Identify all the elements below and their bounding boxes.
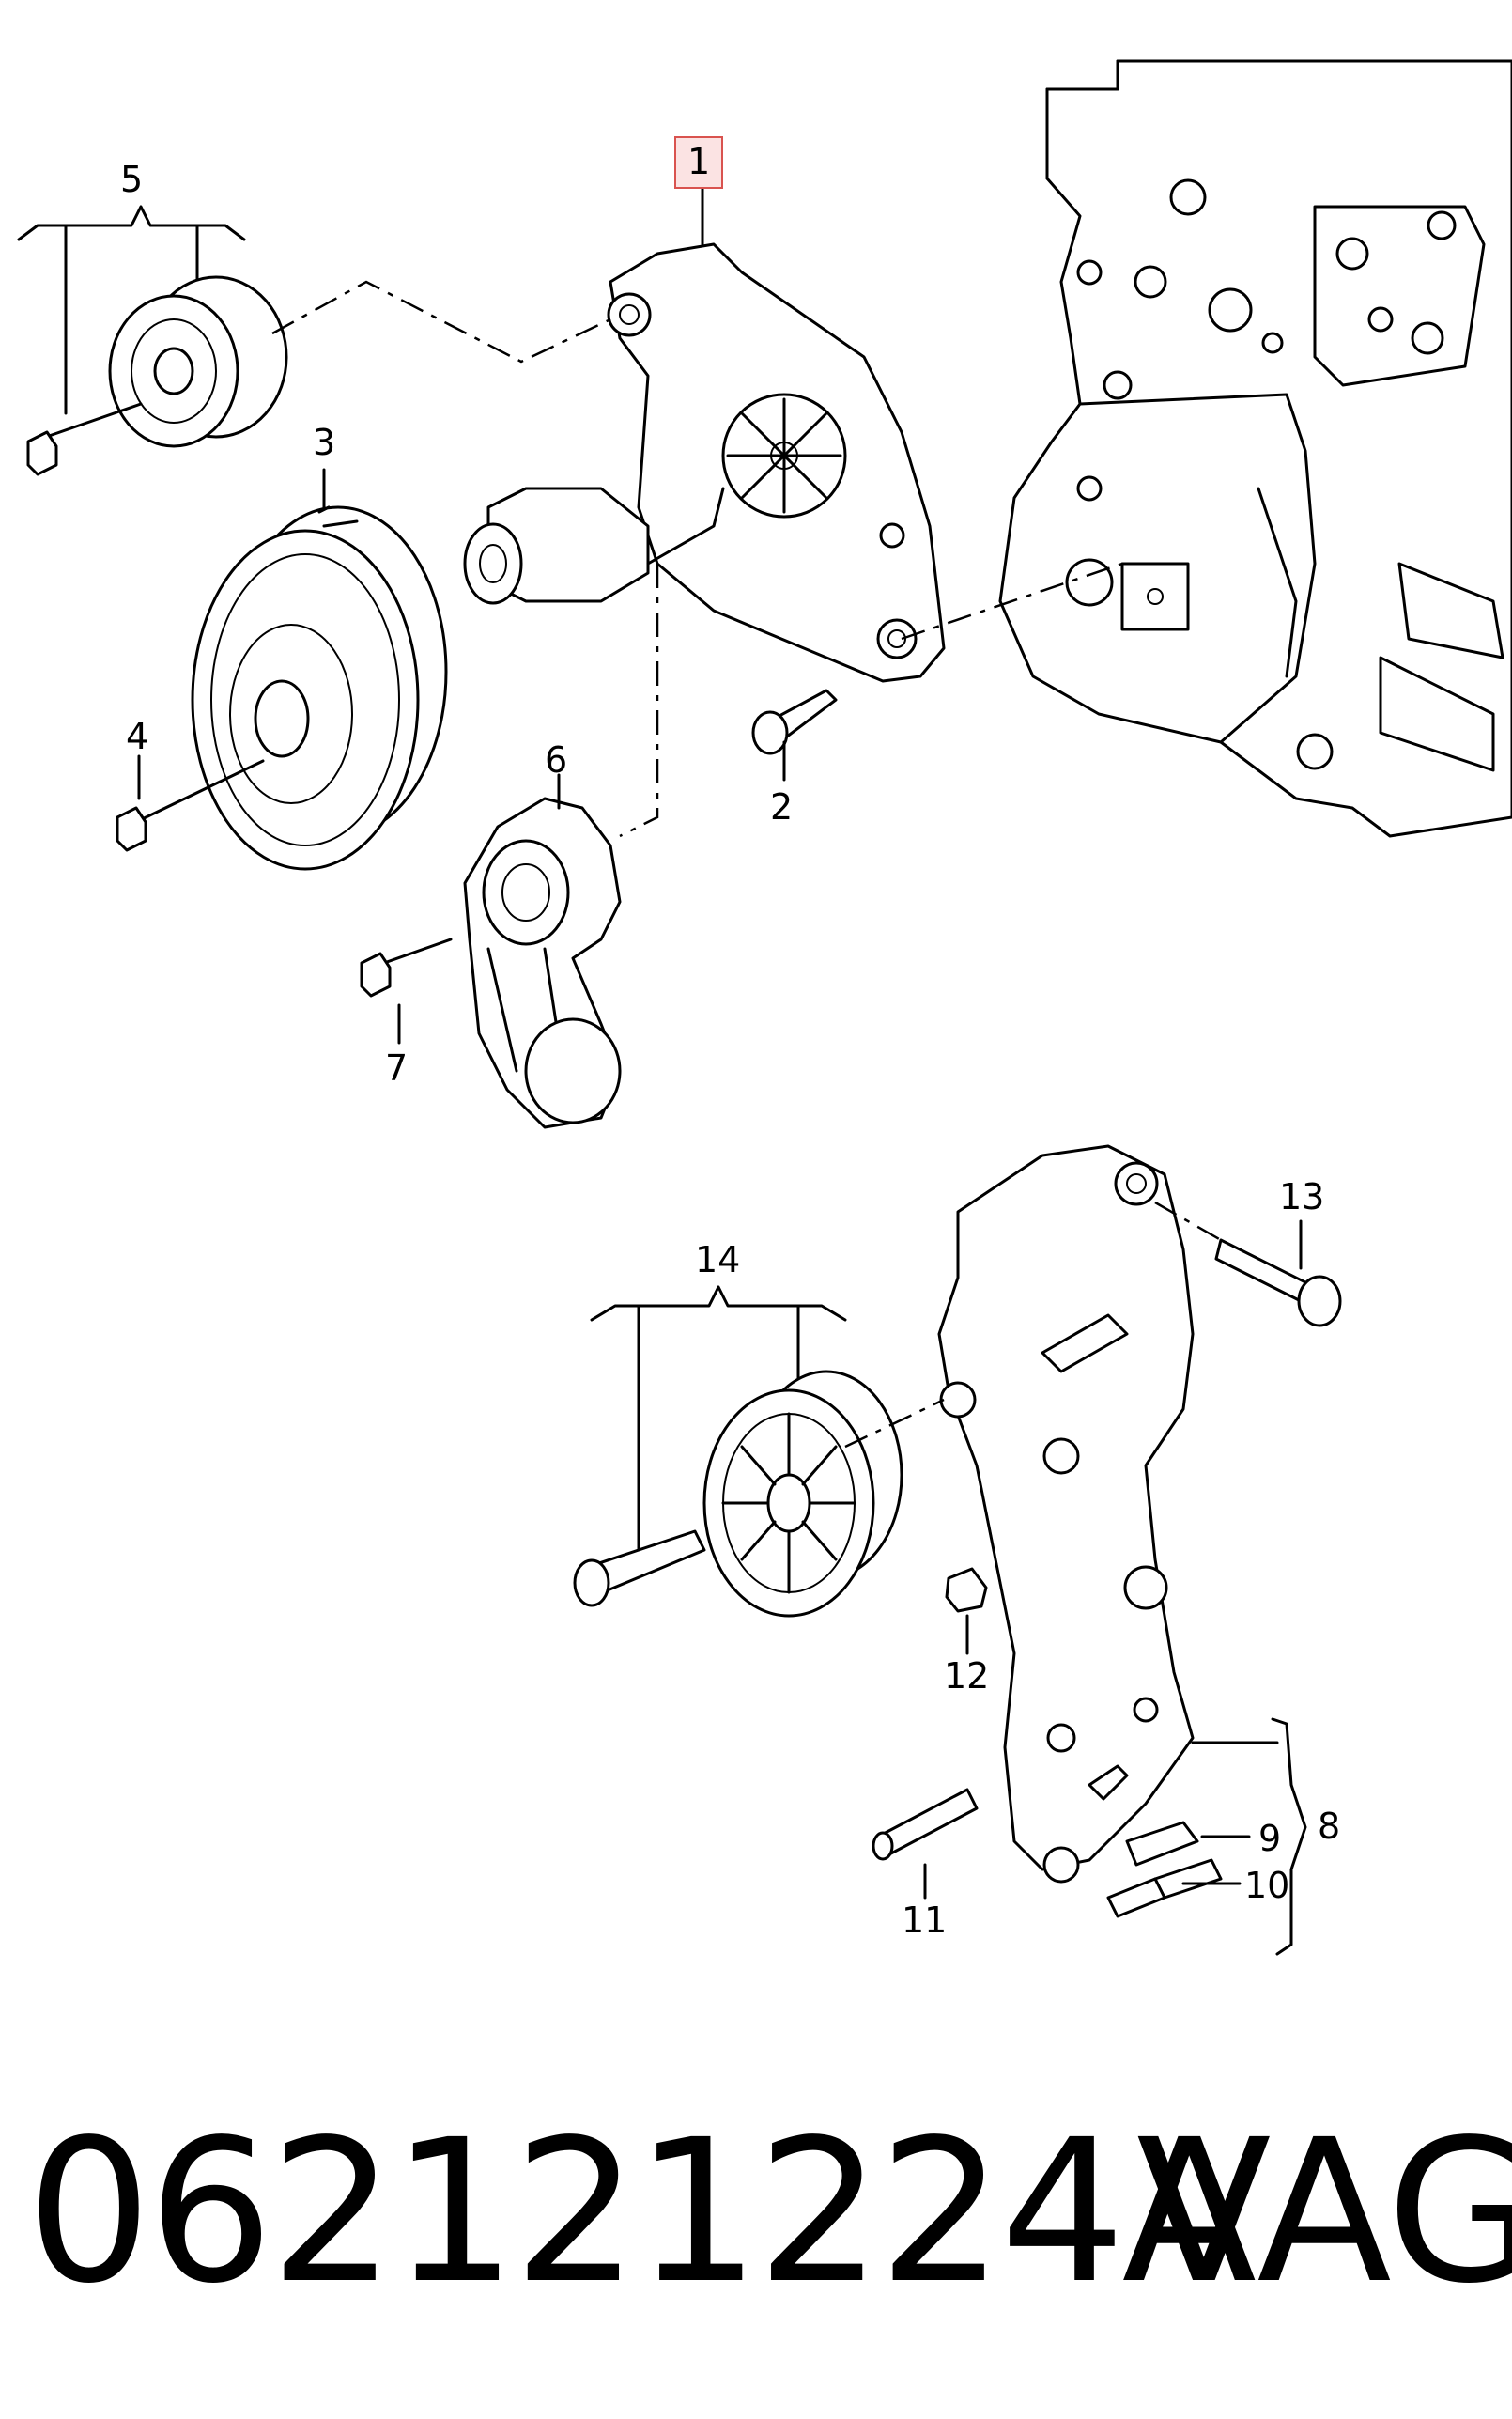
callout-7[interactable]: 7	[385, 1047, 409, 1089]
tensioner-part-6	[360, 797, 622, 1129]
callout-12[interactable]: 12	[944, 1655, 990, 1697]
bolt-part-13	[1214, 1238, 1342, 1327]
callout-2[interactable]: 2	[770, 786, 794, 828]
callout-3[interactable]: 3	[313, 422, 336, 463]
callout-9[interactable]: 9	[1258, 1818, 1282, 1859]
sleeve-part-12	[945, 1567, 988, 1613]
lower-bracket-part-8	[937, 1144, 1223, 1918]
pin-part-11	[872, 1788, 979, 1861]
pulley-part-14	[573, 1285, 903, 1618]
callout-5[interactable]: 5	[120, 159, 144, 200]
callout-6[interactable]: 6	[545, 739, 568, 781]
callout-4[interactable]: 4	[126, 716, 149, 757]
leader-lines	[137, 186, 1307, 1956]
part-number: 062121224A	[26, 2097, 1257, 2327]
callout-8[interactable]: 8	[1318, 1806, 1341, 1847]
bolt-part-2	[751, 689, 838, 772]
callout-1[interactable]: 1	[674, 136, 724, 189]
bracket-part-1	[463, 242, 946, 683]
callout-10[interactable]: 10	[1244, 1865, 1290, 1906]
callout-11[interactable]: 11	[902, 1900, 948, 1941]
v-ribbed-pulley-part-3	[116, 505, 448, 871]
exploded-parts-drawing	[17, 59, 1512, 1956]
idler-pulley-part-5	[17, 205, 288, 476]
assembly-lines	[271, 280, 1222, 1607]
callout-14[interactable]: 14	[695, 1239, 741, 1280]
engine-block	[998, 59, 1512, 838]
callout-13[interactable]: 13	[1279, 1176, 1325, 1217]
brand-name: VAG	[1136, 2097, 1512, 2327]
